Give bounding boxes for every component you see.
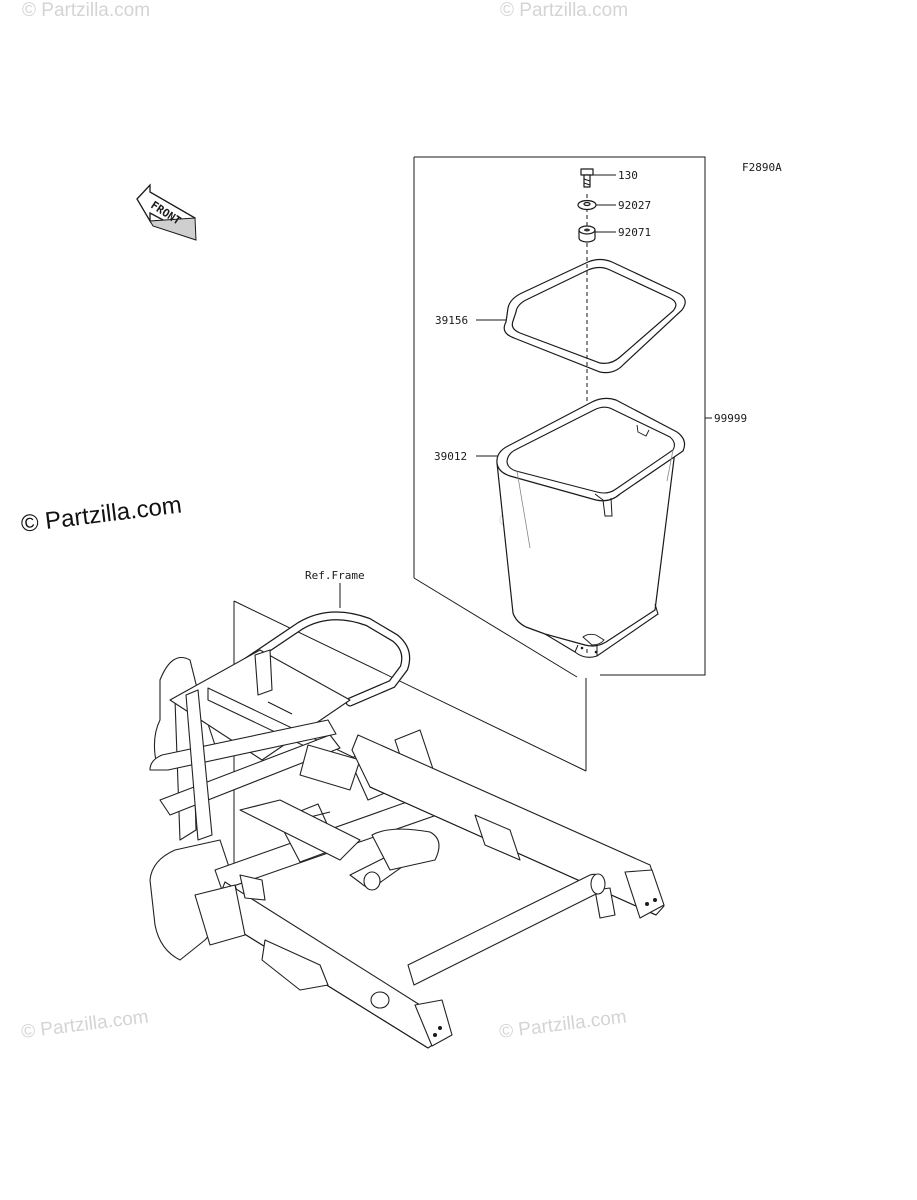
copyright-text: © Partzilla.com: [19, 491, 183, 538]
washer-icon: [577, 199, 597, 211]
damper-icon: [578, 225, 596, 243]
storage-container: [496, 397, 686, 658]
diagram-code: F2890A: [742, 161, 782, 174]
part-label-99999: 99999: [714, 412, 747, 425]
part-label-39012: 39012: [434, 450, 467, 463]
watermark-bottom-left: © Partzilla.com: [20, 1007, 150, 1043]
part-label-92071: 92071: [618, 226, 651, 239]
bolt-icon: [580, 168, 594, 188]
vehicle-frame: [149, 611, 665, 1049]
ref-frame-label: Ref.Frame: [305, 569, 365, 582]
part-label-130: 130: [618, 169, 638, 182]
watermark-bottom-right: © Partzilla.com: [498, 1007, 628, 1043]
assembly-bracket: [413, 156, 712, 678]
part-label-92027: 92027: [618, 199, 651, 212]
watermark-top-right: © Partzilla.com: [500, 0, 628, 21]
seal-ring: [503, 258, 686, 374]
watermark-top-left: © Partzilla.com: [22, 0, 150, 21]
part-label-39156: 39156: [435, 314, 468, 327]
front-arrow-icon: FRONT: [136, 183, 197, 241]
